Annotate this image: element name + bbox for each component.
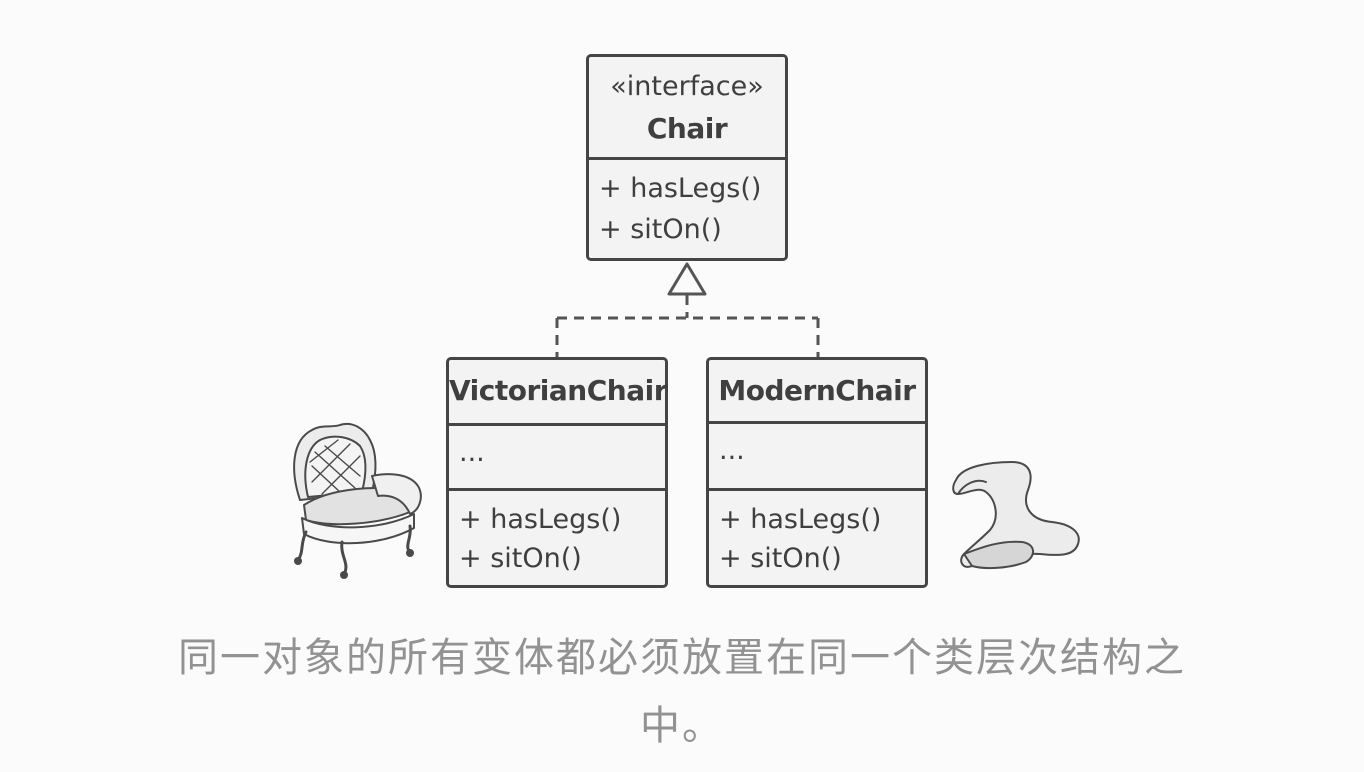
chair-methods: + hasLegs() + sitOn() xyxy=(589,160,785,258)
chair-interface-box: «interface» Chair + hasLegs() + sitOn() xyxy=(586,54,788,261)
chair-header: «interface» Chair xyxy=(589,57,785,160)
victorian-header: VictorianChair xyxy=(449,360,668,426)
modern-fields-ellipsis: ... xyxy=(719,435,745,466)
interface-stereotype: «interface» xyxy=(610,71,764,102)
chair-class-name: Chair xyxy=(646,112,728,145)
chair-method-sit-on: + sitOn() xyxy=(599,214,722,245)
victorian-fields: ... xyxy=(449,426,665,491)
victorian-methods: + hasLegs() + sitOn() xyxy=(449,491,665,585)
inheritance-triangle-icon xyxy=(667,262,707,296)
modern-method-has-legs: + hasLegs() xyxy=(719,504,882,535)
victorian-method-has-legs: + hasLegs() xyxy=(459,504,622,535)
modern-chair-class-box: ModernChair ... + hasLegs() + sitOn() xyxy=(706,357,928,588)
modern-methods: + hasLegs() + sitOn() xyxy=(709,491,925,585)
modern-header: ModernChair xyxy=(709,360,925,424)
victorian-fields-ellipsis: ... xyxy=(459,437,485,468)
victorian-class-name: VictorianChair xyxy=(449,374,668,407)
modern-method-sit-on: + sitOn() xyxy=(719,543,842,574)
modern-fields: ... xyxy=(709,424,925,491)
victorian-method-sit-on: + sitOn() xyxy=(459,543,582,574)
chair-method-has-legs: + hasLegs() xyxy=(599,173,762,204)
diagram-caption: 同一对象的所有变体都必须放置在同一个类层次结构之中。 xyxy=(178,635,1186,749)
modern-class-name: ModernChair xyxy=(718,374,916,407)
victorian-chair-class-box: VictorianChair ... + hasLegs() + sitOn() xyxy=(446,357,668,588)
